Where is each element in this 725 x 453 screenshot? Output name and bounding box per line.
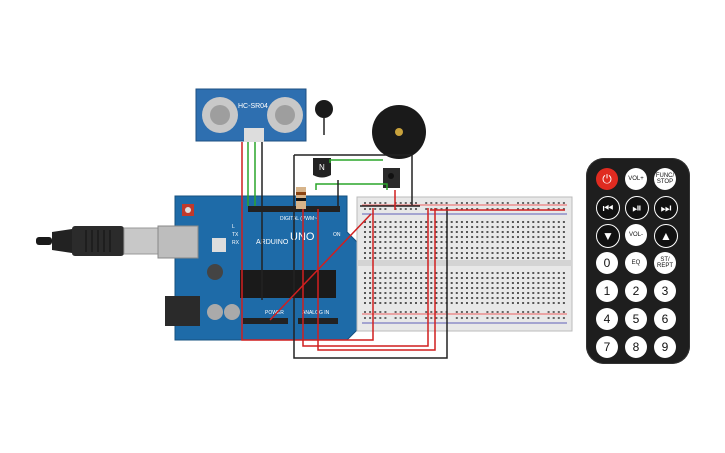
breadboard	[356, 196, 573, 332]
arduino-brand: ARDUINO	[256, 239, 289, 246]
num-9-button[interactable]: 9	[654, 336, 676, 358]
breadboard-holes	[364, 202, 565, 319]
tx-label: TX	[232, 232, 239, 238]
num-7-button[interactable]: 7	[596, 336, 618, 358]
num-4-button[interactable]: 4	[596, 308, 618, 330]
play-pause-button[interactable]: ⏯	[625, 196, 649, 220]
piezo-buzzer	[372, 105, 426, 159]
num-1-button[interactable]: 1	[596, 280, 618, 302]
resistor	[296, 187, 306, 209]
eq-button[interactable]: EQ	[625, 252, 647, 274]
l-label: L	[232, 224, 235, 230]
wires	[241, 142, 565, 359]
transistor: N	[313, 158, 331, 178]
ir-receiver	[383, 168, 400, 188]
vol-down-button[interactable]: VOL-	[625, 224, 647, 246]
analog-label: ANALOG IN	[302, 310, 330, 316]
on-label: ON	[333, 232, 341, 238]
st-rept-button[interactable]: ST/ REPT	[654, 252, 676, 274]
power-button[interactable]: ⏻	[596, 168, 618, 190]
transistor-label: N	[319, 163, 325, 172]
digital-label: DIGITAL (PWM~)	[280, 216, 319, 222]
ultrasonic-sensor: HC-SR04	[195, 88, 307, 142]
num-3-button[interactable]: 3	[654, 280, 676, 302]
vibration-motor	[315, 100, 333, 135]
num-0-button[interactable]: 0	[596, 252, 618, 274]
up-button[interactable]: ▲	[654, 224, 678, 248]
num-2-button[interactable]: 2	[625, 280, 647, 302]
usb-cable	[36, 226, 159, 256]
rx-label: RX	[232, 240, 240, 246]
num-8-button[interactable]: 8	[625, 336, 647, 358]
down-button[interactable]: ▼	[596, 224, 620, 248]
power-label: POWER	[265, 310, 284, 316]
vol-up-button[interactable]: VOL+	[625, 168, 647, 190]
num-5-button[interactable]: 5	[625, 308, 647, 330]
func-stop-button[interactable]: FUNC/ STOP	[654, 168, 676, 190]
num-6-button[interactable]: 6	[654, 308, 676, 330]
sensor-label: HC-SR04	[238, 103, 268, 110]
next-button[interactable]: ⏭	[654, 196, 678, 220]
prev-button[interactable]: ⏮	[596, 196, 620, 220]
arduino-board: ARDUINO UNO DIGITAL (PWM~) POWER ANALOG …	[157, 195, 358, 341]
